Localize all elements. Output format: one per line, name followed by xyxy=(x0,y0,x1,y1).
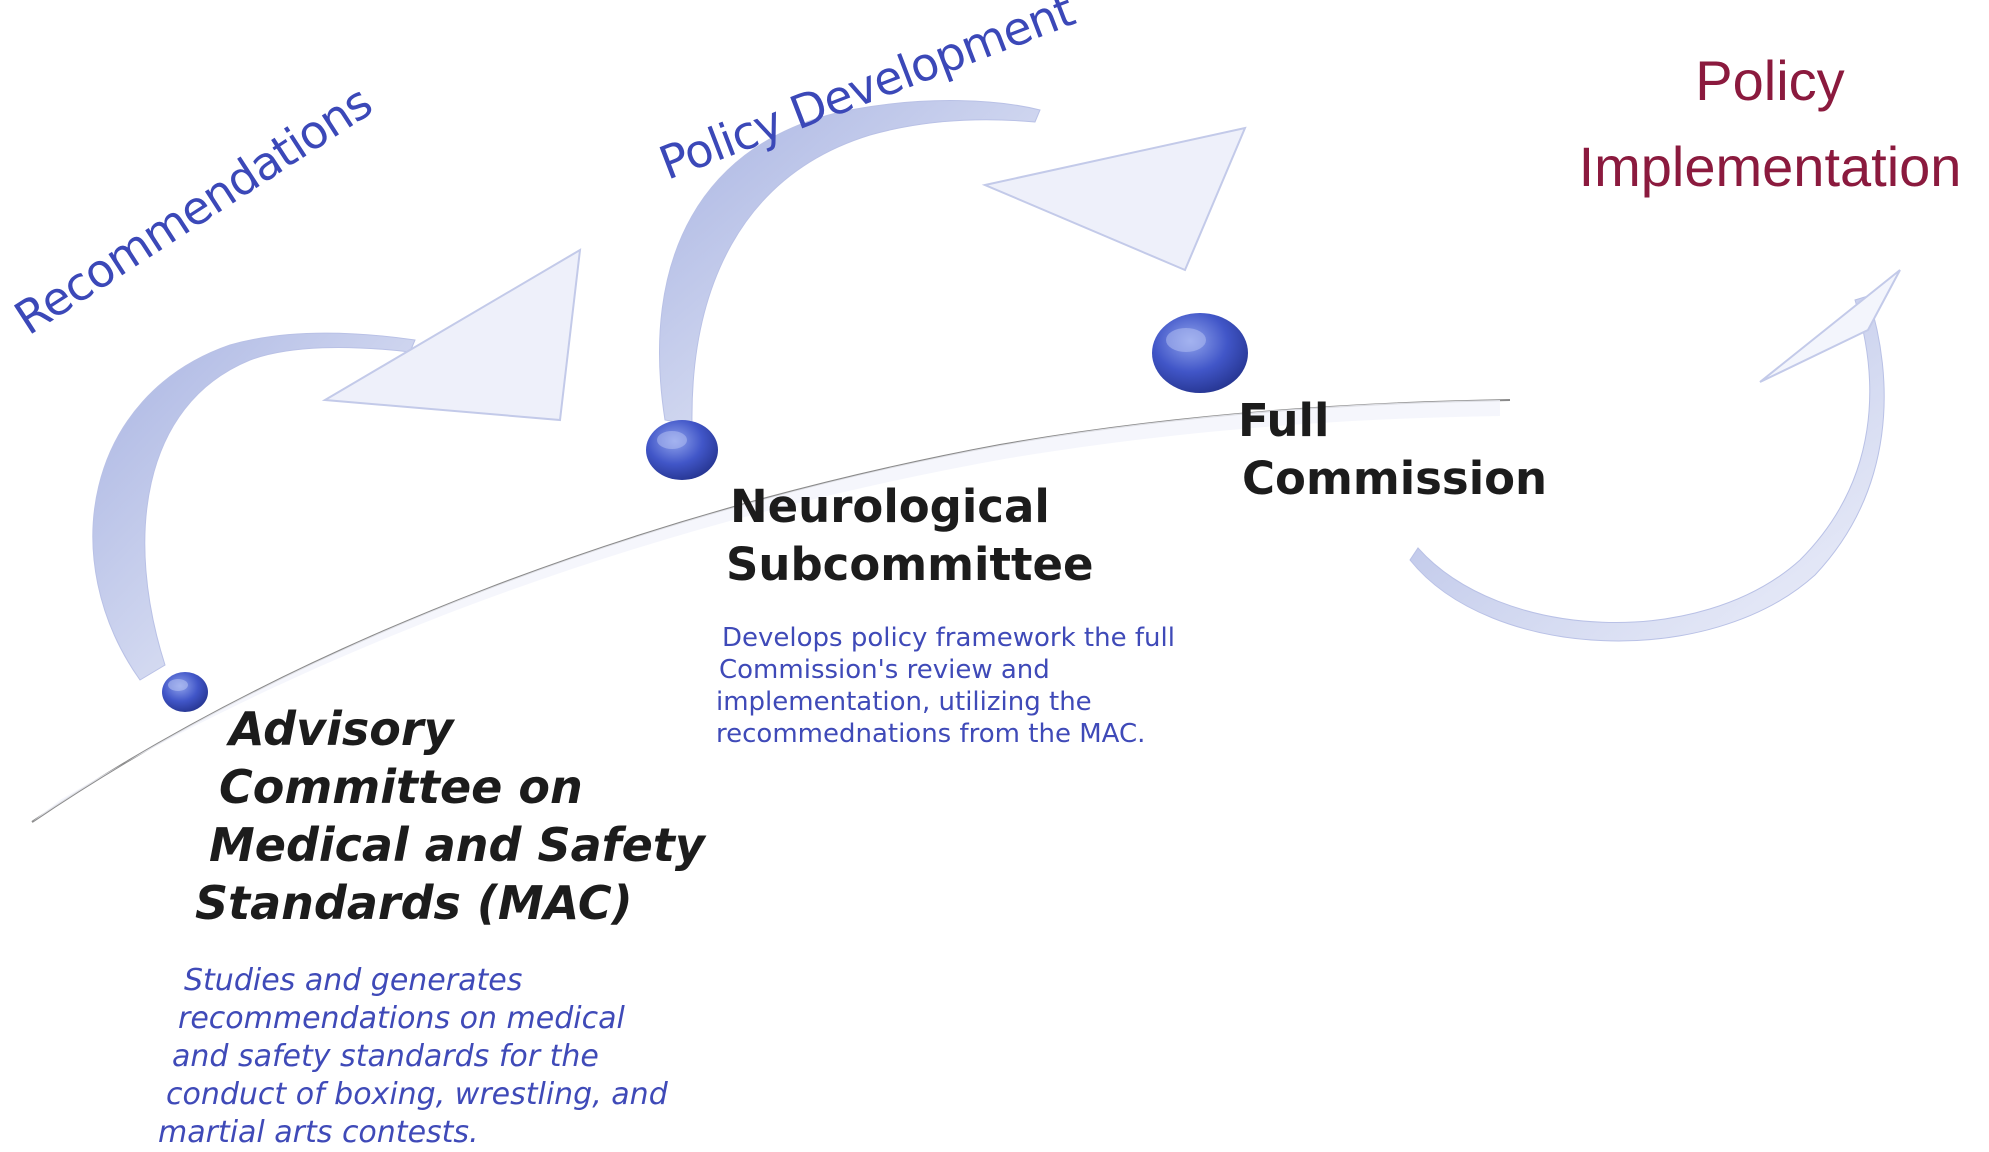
mac-description: Studies and generates recommendations on… xyxy=(158,962,668,1152)
full-commission-title: Full Commission xyxy=(1238,392,1547,508)
policy-implementation-label: Policy Implementation xyxy=(1560,38,1980,210)
mac-title: Advisory Committee on Medical and Safety… xyxy=(195,700,705,932)
mac-desc-line: conduct of boxing, wrestling, and xyxy=(166,1077,668,1112)
full-title-line: Commission xyxy=(1242,452,1548,505)
neuro-desc-line: Develops policy framework the full xyxy=(722,623,1175,653)
full-title-line: Full xyxy=(1238,394,1330,447)
mac-node-dot xyxy=(162,672,208,712)
full-commission-node-dot xyxy=(1152,313,1248,393)
mac-desc-line: Studies and generates xyxy=(184,963,523,998)
neuro-desc-line: implementation, utilizing the xyxy=(716,687,1092,717)
mac-desc-line: martial arts contests. xyxy=(158,1115,479,1150)
neuro-title-line: Subcommittee xyxy=(726,538,1094,591)
neuro-node-dot xyxy=(646,420,718,480)
neuro-title: Neurological Subcommittee xyxy=(726,478,1094,594)
mac-title-line: Committee on xyxy=(219,760,583,814)
mac-title-line: Medical and Safety xyxy=(209,818,705,872)
policy-development-arrow xyxy=(659,100,1247,426)
mac-desc-line: recommendations on medical xyxy=(178,1001,625,1036)
policy-implementation-arrow xyxy=(1409,269,1901,642)
neuro-title-line: Neurological xyxy=(730,480,1050,533)
neuro-desc-line: Commission's review and xyxy=(719,655,1050,685)
neuro-desc-line: recommednations from the MAC. xyxy=(716,719,1146,749)
neuro-description: Develops policy framework the full Commi… xyxy=(716,622,1175,750)
phase-line-1: Policy xyxy=(1695,49,1845,112)
phase-line-2: Implementation xyxy=(1578,135,1962,198)
mac-title-line: Advisory xyxy=(229,702,454,756)
recommendations-arrow xyxy=(92,248,582,681)
mac-desc-line: and safety standards for the xyxy=(172,1039,599,1074)
mac-title-line: Standards (MAC) xyxy=(195,876,633,930)
